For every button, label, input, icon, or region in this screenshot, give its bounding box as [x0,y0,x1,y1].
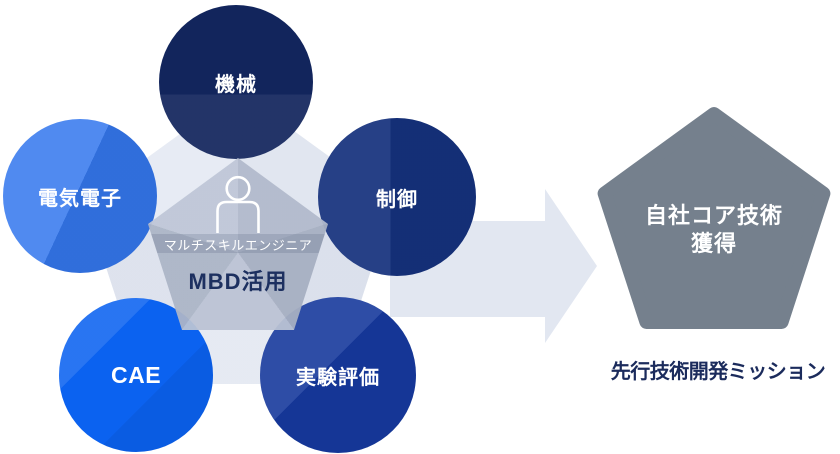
skill-label-control: 制御 [376,188,418,211]
center-role-label: マルチスキルエンジニア [163,238,313,253]
skill-label-cae: CAE [110,361,162,388]
skill-label-electrical-electronics: 電気電子 [38,187,122,210]
skill-circle-machinery: 機械 [159,5,313,159]
mission-caption: 先行技術開発ミッション [610,361,826,383]
skill-circle-electrical-electronics: 電気電子 [3,119,157,273]
goal-text-line2: 獲得 [690,231,737,256]
person-icon [216,175,260,233]
goal-text-line1: 自社コア技術 [644,203,783,228]
center-method-label: MBD活用 [188,269,288,294]
skill-circle-control: 制御 [318,118,476,276]
skill-label-experimental-evaluation: 実験評価 [296,366,380,389]
goal-text: 自社コア技術 獲得 [604,202,824,258]
skill-label-machinery: 機械 [215,73,257,96]
role-label-band [148,234,328,253]
